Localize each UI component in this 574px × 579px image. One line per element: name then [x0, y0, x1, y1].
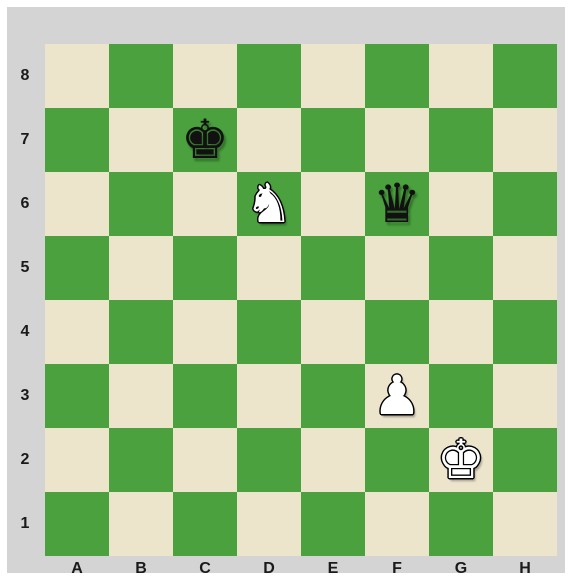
square-d7[interactable] — [237, 108, 301, 172]
square-d6[interactable]: ♞ — [237, 172, 301, 236]
square-a5[interactable] — [45, 236, 109, 300]
square-e7[interactable] — [301, 108, 365, 172]
square-a7[interactable] — [45, 108, 109, 172]
square-d3[interactable] — [237, 364, 301, 428]
board-frame: ♚♞♛♟♚ 8 7 6 5 4 3 2 1 A B C D E F G H — [7, 7, 565, 573]
square-b3[interactable] — [109, 364, 173, 428]
square-e8[interactable] — [301, 44, 365, 108]
square-h3[interactable] — [493, 364, 557, 428]
square-b7[interactable] — [109, 108, 173, 172]
file-label-d: D — [237, 560, 301, 578]
file-label-f: F — [365, 560, 429, 578]
rank-label-4: 4 — [14, 323, 36, 341]
square-b2[interactable] — [109, 428, 173, 492]
square-g8[interactable] — [429, 44, 493, 108]
square-c4[interactable] — [173, 300, 237, 364]
square-f8[interactable] — [365, 44, 429, 108]
square-d5[interactable] — [237, 236, 301, 300]
square-h1[interactable] — [493, 492, 557, 556]
white-pawn-icon[interactable]: ♟ — [365, 364, 429, 428]
square-g7[interactable] — [429, 108, 493, 172]
square-c2[interactable] — [173, 428, 237, 492]
square-c3[interactable] — [173, 364, 237, 428]
square-a3[interactable] — [45, 364, 109, 428]
square-h7[interactable] — [493, 108, 557, 172]
square-h8[interactable] — [493, 44, 557, 108]
square-g5[interactable] — [429, 236, 493, 300]
square-a1[interactable] — [45, 492, 109, 556]
square-e3[interactable] — [301, 364, 365, 428]
rank-label-1: 1 — [14, 515, 36, 533]
rank-label-8: 8 — [14, 67, 36, 85]
square-b8[interactable] — [109, 44, 173, 108]
square-d2[interactable] — [237, 428, 301, 492]
square-g1[interactable] — [429, 492, 493, 556]
square-d1[interactable] — [237, 492, 301, 556]
square-e5[interactable] — [301, 236, 365, 300]
file-label-a: A — [45, 560, 109, 578]
square-f6[interactable]: ♛ — [365, 172, 429, 236]
square-b1[interactable] — [109, 492, 173, 556]
square-f3[interactable]: ♟ — [365, 364, 429, 428]
square-c8[interactable] — [173, 44, 237, 108]
square-d4[interactable] — [237, 300, 301, 364]
white-king-icon[interactable]: ♚ — [429, 428, 493, 492]
file-label-c: C — [173, 560, 237, 578]
square-f4[interactable] — [365, 300, 429, 364]
square-h5[interactable] — [493, 236, 557, 300]
rank-label-7: 7 — [14, 131, 36, 149]
rank-label-6: 6 — [14, 195, 36, 213]
square-c7[interactable]: ♚ — [173, 108, 237, 172]
square-e1[interactable] — [301, 492, 365, 556]
square-c5[interactable] — [173, 236, 237, 300]
square-e2[interactable] — [301, 428, 365, 492]
square-g3[interactable] — [429, 364, 493, 428]
square-g6[interactable] — [429, 172, 493, 236]
black-king-icon[interactable]: ♚ — [173, 108, 237, 172]
square-d8[interactable] — [237, 44, 301, 108]
square-e4[interactable] — [301, 300, 365, 364]
rank-label-5: 5 — [14, 259, 36, 277]
square-b4[interactable] — [109, 300, 173, 364]
square-f5[interactable] — [365, 236, 429, 300]
square-e6[interactable] — [301, 172, 365, 236]
square-a2[interactable] — [45, 428, 109, 492]
white-knight-icon[interactable]: ♞ — [237, 172, 301, 236]
rank-label-2: 2 — [14, 451, 36, 469]
file-label-h: H — [493, 560, 557, 578]
rank-label-3: 3 — [14, 387, 36, 405]
chess-board: ♚♞♛♟♚ — [45, 44, 557, 556]
square-b6[interactable] — [109, 172, 173, 236]
square-b5[interactable] — [109, 236, 173, 300]
square-f1[interactable] — [365, 492, 429, 556]
square-a6[interactable] — [45, 172, 109, 236]
square-c1[interactable] — [173, 492, 237, 556]
square-h4[interactable] — [493, 300, 557, 364]
file-label-g: G — [429, 560, 493, 578]
black-queen-icon[interactable]: ♛ — [365, 172, 429, 236]
square-g4[interactable] — [429, 300, 493, 364]
square-a4[interactable] — [45, 300, 109, 364]
square-h2[interactable] — [493, 428, 557, 492]
square-c6[interactable] — [173, 172, 237, 236]
square-h6[interactable] — [493, 172, 557, 236]
file-label-b: B — [109, 560, 173, 578]
square-f7[interactable] — [365, 108, 429, 172]
square-g2[interactable]: ♚ — [429, 428, 493, 492]
square-a8[interactable] — [45, 44, 109, 108]
square-f2[interactable] — [365, 428, 429, 492]
file-label-e: E — [301, 560, 365, 578]
